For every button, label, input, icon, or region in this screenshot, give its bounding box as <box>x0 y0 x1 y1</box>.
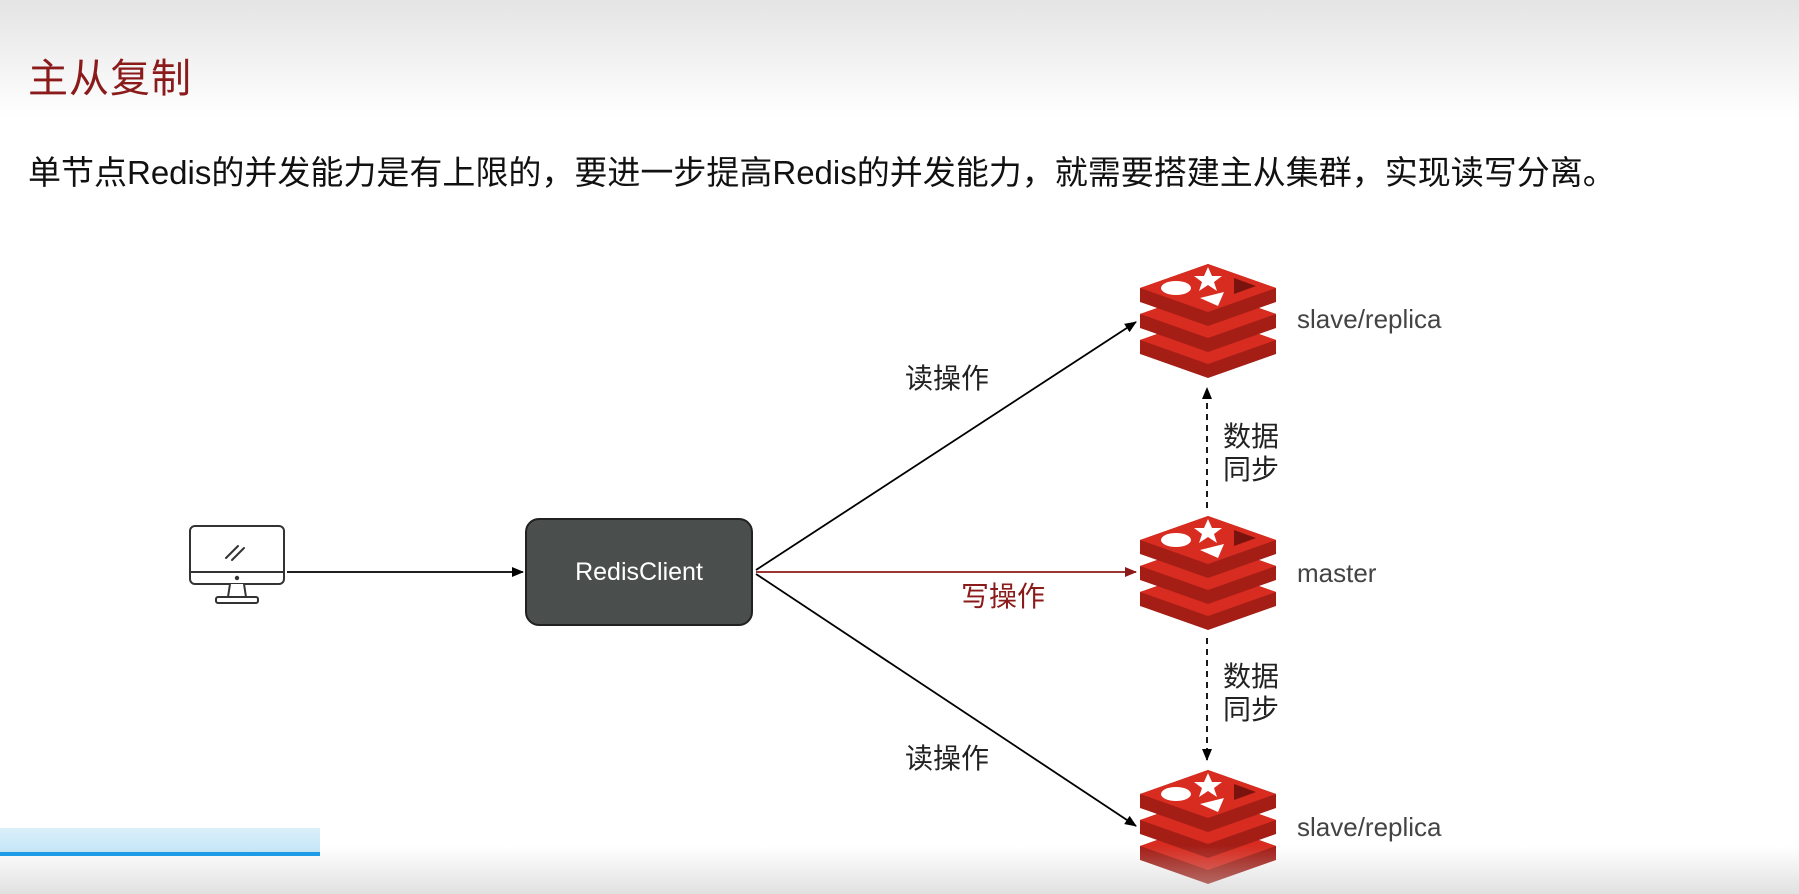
edge-label-sync-top: 数据 同步 <box>1223 420 1279 486</box>
sync-top-line-2: 同步 <box>1223 454 1280 486</box>
edge-label-sync-bottom: 数据 同步 <box>1223 660 1279 726</box>
edge-label-read-top: 读操作 <box>905 363 990 394</box>
redis-icon-bottom <box>1140 770 1276 884</box>
video-progress-bar[interactable] <box>0 852 320 856</box>
redis-client-box: RedisClient <box>525 518 753 626</box>
node-label-top: slave/replica <box>1297 304 1442 334</box>
slide-header <box>0 0 1799 118</box>
node-label-bottom: slave/replica <box>1297 812 1442 842</box>
edge-read-bottom <box>755 573 1137 827</box>
node-label-master: master <box>1297 558 1377 588</box>
sync-bottom-line-2: 同步 <box>1223 694 1280 726</box>
redis-icon-top <box>1140 264 1276 378</box>
edge-label-write: 写操作 <box>961 581 1046 612</box>
edge-label-read-bottom: 读操作 <box>905 743 990 774</box>
slide-subtitle: 单节点Redis的并发能力是有上限的，要进一步提高Redis的并发能力，就需要搭… <box>28 154 1616 191</box>
sync-top-line-1: 数据 <box>1223 421 1280 452</box>
slide-title: 主从复制 <box>28 57 192 101</box>
sync-bottom-line-1: 数据 <box>1223 661 1280 692</box>
redis-client-label: RedisClient <box>575 557 703 586</box>
edge-read-top <box>755 321 1137 571</box>
redis-icon-master <box>1140 516 1276 630</box>
monitor-icon <box>189 525 285 604</box>
